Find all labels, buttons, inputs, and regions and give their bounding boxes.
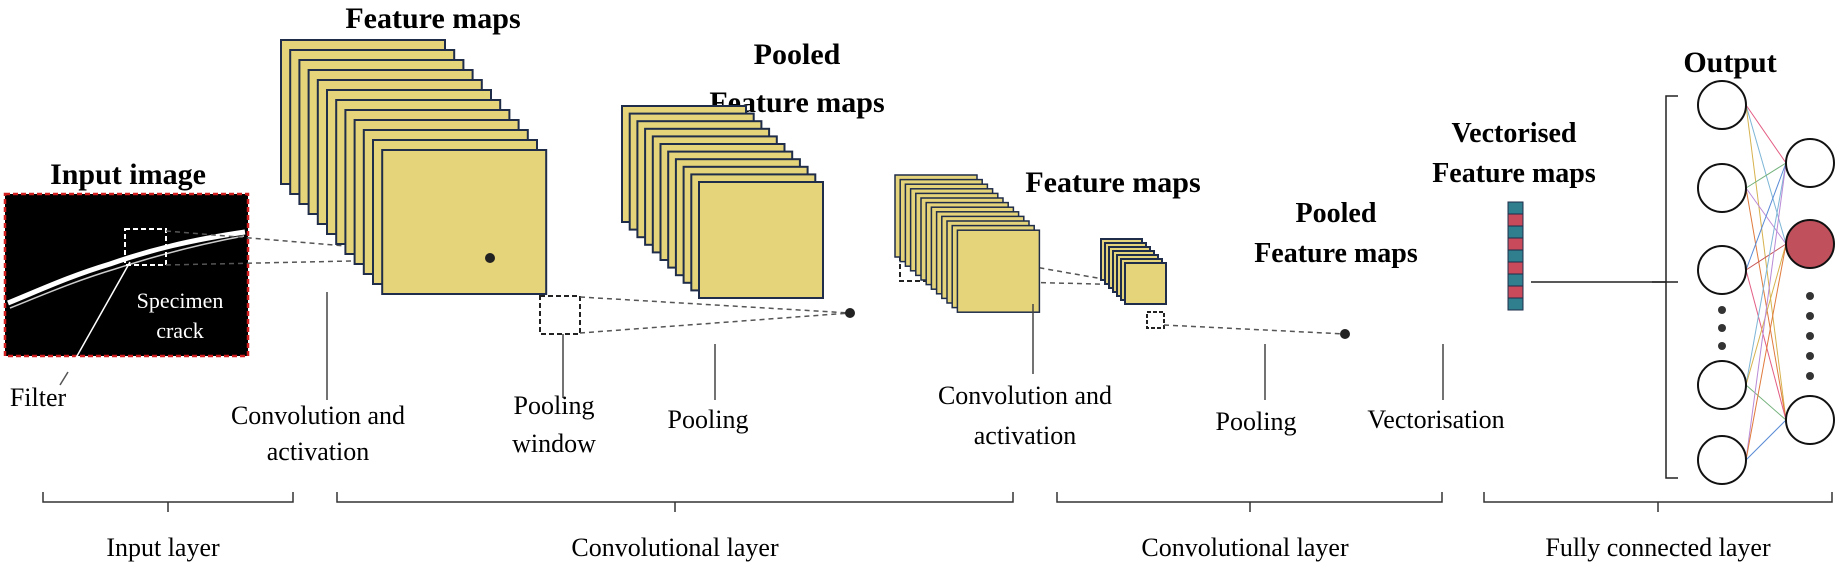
- fc-layer-label: Fully connected layer: [1545, 533, 1771, 562]
- output-neuron: [1785, 395, 1835, 445]
- ellipsis-dot: [1806, 292, 1814, 300]
- pooling-window-line2: window: [512, 429, 596, 458]
- fc-connection: [1745, 162, 1787, 386]
- feature-maps-1-stack: [280, 39, 548, 295]
- filter-pointer: [67, 261, 131, 373]
- conv-layer-1-label: Convolutional layer: [571, 533, 779, 562]
- feature-map-layer: [1124, 262, 1167, 305]
- input-neuron: [1697, 360, 1747, 410]
- ellipsis-dot: [1806, 372, 1814, 380]
- fc-connection: [1745, 162, 1787, 461]
- crack-line: [7, 229, 246, 306]
- vector-cell: [1507, 213, 1524, 227]
- fully-connected-network: [1697, 80, 1835, 485]
- input-layer-bracket: [42, 492, 294, 503]
- input-image-frame: [3, 192, 250, 358]
- filter-label: Filter: [10, 383, 67, 412]
- fc-connection: [1745, 384, 1787, 421]
- fc-connection: [1745, 104, 1787, 421]
- ellipsis-dot: [1718, 324, 1726, 332]
- vector-cell: [1507, 297, 1524, 311]
- fc-connection: [1745, 104, 1787, 245]
- specimen-label-line1: Specimen: [137, 288, 224, 313]
- pooling-window-line1: Pooling: [514, 391, 595, 420]
- feature-maps-2-title: Feature maps: [1025, 166, 1200, 199]
- pooled-2-title-line2: Feature maps: [1254, 238, 1418, 269]
- vectorised-title-line1: Vectorised: [1452, 118, 1577, 149]
- conv-point: [485, 253, 495, 263]
- fc-connection: [1745, 243, 1787, 461]
- fc-connection: [1745, 269, 1787, 421]
- fc-connection: [1745, 419, 1787, 461]
- vector-cell: [1507, 249, 1524, 263]
- fc-connection: [1745, 162, 1787, 189]
- feature-map-layer: [698, 181, 824, 299]
- crack-edge: [9, 235, 245, 309]
- input-neuron: [1697, 435, 1747, 485]
- pooled-feature-maps-1-stack: [621, 105, 824, 299]
- vector-cell: [1507, 237, 1524, 251]
- feature-map-layer: [381, 149, 548, 295]
- specimen-label-line2: crack: [156, 318, 204, 343]
- fc-layer-bracket: [1483, 492, 1833, 503]
- output-neuron: [1785, 138, 1835, 188]
- fc-connection: [1745, 243, 1787, 271]
- input-neuron: [1697, 163, 1747, 213]
- conv-act-2-line2: activation: [974, 421, 1077, 450]
- conv-layer-2-label: Convolutional layer: [1141, 533, 1349, 562]
- vector-cell: [1507, 225, 1524, 239]
- input-image-title: Input image: [50, 158, 206, 191]
- vectorised-feature-vector: [1507, 201, 1524, 311]
- conv-act-1-line1: Convolution and: [231, 401, 405, 430]
- layer-brackets: Input layer Convolutional layer Convolut…: [42, 492, 1833, 562]
- conv-act-1-line2: activation: [267, 437, 370, 466]
- conv-layer-2-bracket: [1056, 492, 1443, 503]
- conv-act-2-line1: Convolution and: [938, 381, 1112, 410]
- input-image-group: Input image Specimen crack Filter: [3, 158, 250, 412]
- ellipsis-dot: [1718, 306, 1726, 314]
- fc-connection: [1745, 187, 1787, 421]
- fc-bracket: [1665, 95, 1678, 479]
- pooled-feature-maps-2-stack: [1100, 238, 1167, 305]
- vector-cell: [1507, 273, 1524, 287]
- pooled-1-title-line1: Pooled: [754, 38, 841, 71]
- active-output-neuron: [1785, 219, 1835, 269]
- vectorisation-label: Vectorisation: [1367, 405, 1504, 434]
- pooled-2-title-line1: Pooled: [1296, 198, 1377, 229]
- ellipsis-dot: [1806, 352, 1814, 360]
- ellipsis-dot: [1718, 342, 1726, 350]
- vector-cell: [1507, 201, 1524, 215]
- input-layer-label: Input layer: [106, 533, 220, 562]
- pooling-window-box-2: [1146, 311, 1165, 329]
- feature-map-layer: [956, 229, 1041, 313]
- feature-maps-2-stack: [894, 174, 1041, 313]
- feature-maps-1-title: Feature maps: [345, 2, 520, 35]
- input-neuron: [1697, 80, 1747, 130]
- ellipsis-dot: [1806, 332, 1814, 340]
- vector-cell: [1507, 261, 1524, 275]
- ellipsis-dot: [1806, 312, 1814, 320]
- vectorised-title-line2: Feature maps: [1432, 158, 1596, 189]
- input-neuron: [1697, 245, 1747, 295]
- filter-box: [124, 228, 167, 266]
- conv-layer-1-bracket: [336, 492, 1014, 503]
- pooling-window-box: [539, 295, 581, 335]
- fc-connection: [1745, 162, 1787, 271]
- fc-connection: [1745, 104, 1787, 164]
- pooling-2-label: Pooling: [1216, 407, 1297, 436]
- pooling-1-label: Pooling: [668, 405, 749, 434]
- vector-cell: [1507, 285, 1524, 299]
- output-title: Output: [1683, 46, 1776, 79]
